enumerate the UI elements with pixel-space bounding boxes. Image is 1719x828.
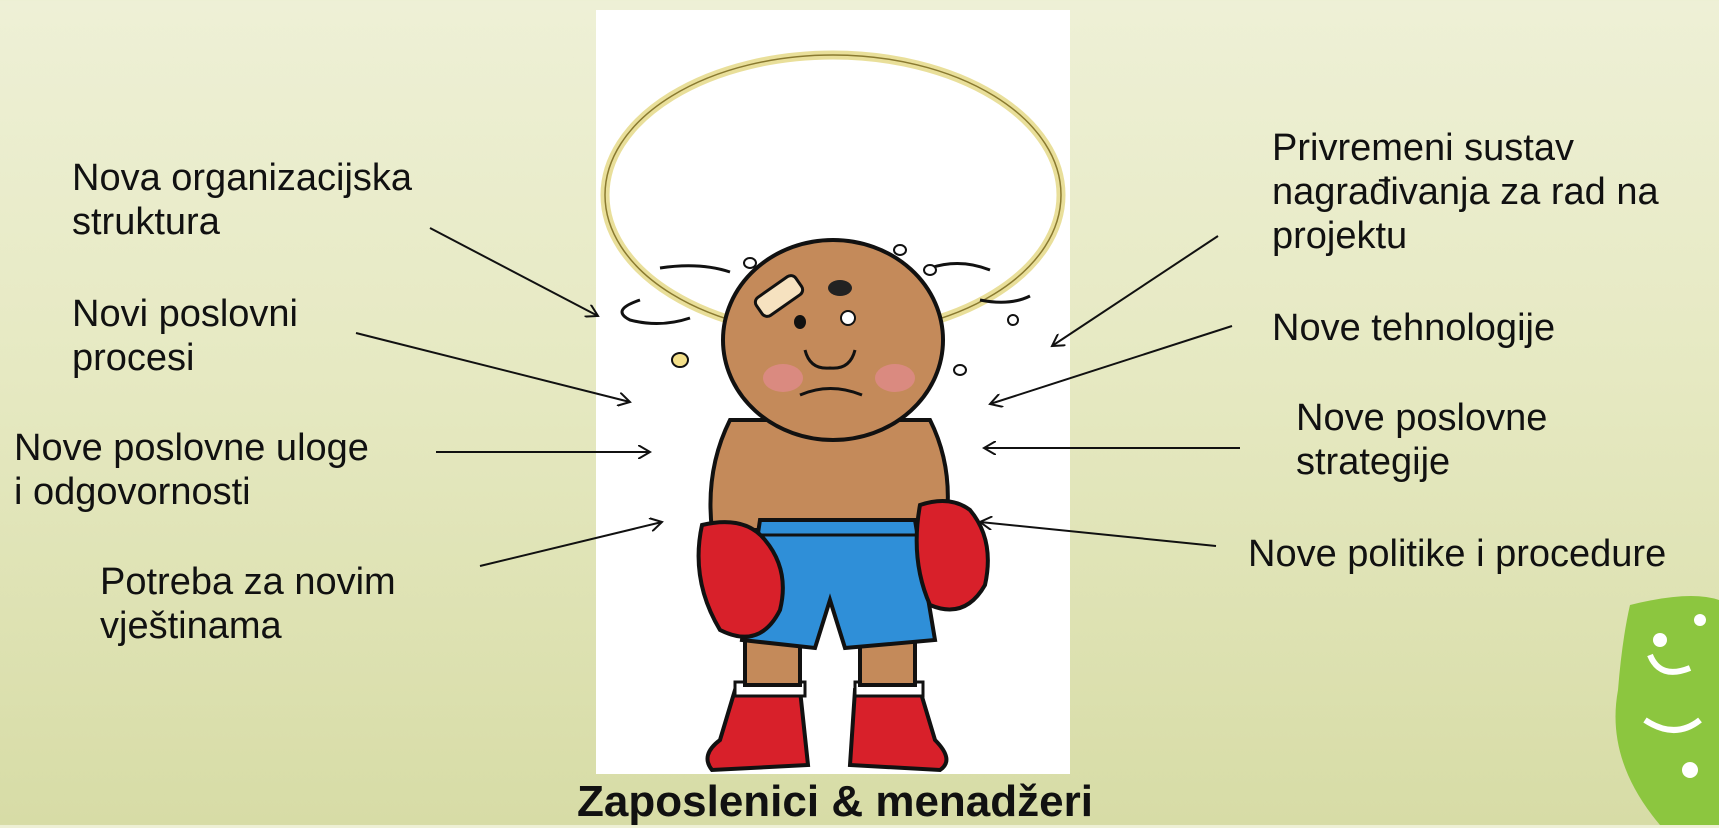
arrow-left-4 [480, 522, 662, 566]
label-line: procesi [72, 336, 298, 380]
arrow-left-1 [430, 228, 598, 316]
label-new-skills: Potreba za novim vještinama [100, 560, 396, 648]
label-line: struktura [72, 200, 412, 244]
label-line: Novi poslovni [72, 292, 298, 336]
label-new-strategies: Nove poslovne strategije [1296, 396, 1547, 484]
label-line: vještinama [100, 604, 396, 648]
label-line: Potreba za novim [100, 560, 396, 604]
label-line: i odgovornosti [14, 470, 369, 514]
label-line: Nove poslovne uloge [14, 426, 369, 470]
label-new-technologies: Nove tehnologije [1272, 306, 1555, 350]
label-line: Nova organizacijska [72, 156, 412, 200]
label-new-business-processes: Novi poslovni procesi [72, 292, 298, 380]
arrow-left-2 [356, 333, 630, 402]
label-line: Nove politike i procedure [1248, 532, 1666, 576]
arrow-right-2 [990, 326, 1232, 404]
boxer-illustration [605, 55, 1061, 770]
label-line: Privremeni sustav [1272, 126, 1659, 170]
arrow-right-4 [980, 522, 1216, 546]
label-line: Nove poslovne [1296, 396, 1547, 440]
label-line: Nove tehnologije [1272, 306, 1555, 350]
label-temporary-reward-system: Privremeni sustav nagrađivanja za rad na… [1272, 126, 1659, 258]
label-new-roles: Nove poslovne uloge i odgovornosti [14, 426, 369, 514]
caption: Zaposlenici & menadžeri [0, 776, 1670, 828]
arrow-right-1 [1052, 236, 1218, 346]
label-line: nagrađivanja za rad na [1272, 170, 1659, 214]
label-line: strategije [1296, 440, 1547, 484]
label-new-policies: Nove politike i procedure [1248, 532, 1666, 576]
label-new-org-structure: Nova organizacijska struktura [72, 156, 412, 244]
label-line: projektu [1272, 214, 1659, 258]
